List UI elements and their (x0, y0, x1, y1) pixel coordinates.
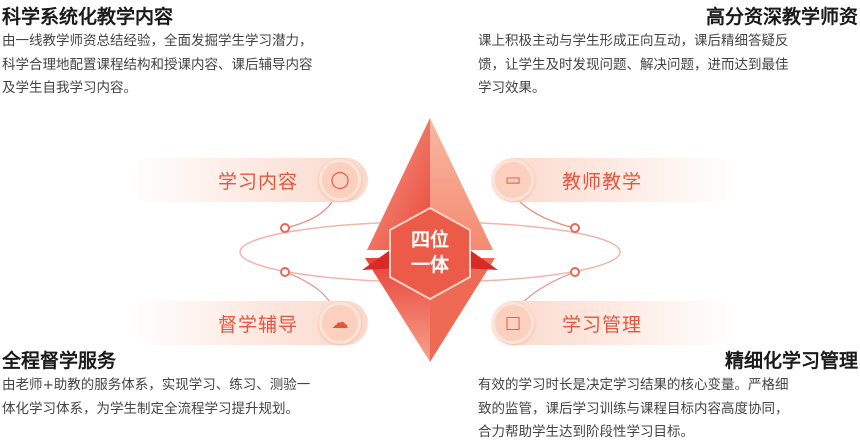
center-label-line: 一体 (410, 254, 449, 276)
block-text-line: 及学生自我学习内容。 (2, 80, 137, 96)
pill-teacher-teaching: 教师教学 (492, 158, 737, 202)
pill-label: 学习内容 (217, 170, 298, 193)
pill-label: 督学辅导 (217, 313, 298, 336)
block-text-line: 由一线教学师资总结经验，全面发掘学生学习潜力， (2, 33, 313, 49)
block-teachers: 高分资深教学师资 课上积极主动与学生形成正向互动，课后精细答疑反 馈，让学生及时… (478, 4, 858, 101)
block-teaching-content: 科学系统化教学内容 由一线教学师资总结经验，全面发掘学生学习潜力， 科学合理地配… (2, 4, 422, 101)
orbit-dots (280, 223, 580, 277)
center-label-line: 四位 (410, 229, 449, 251)
block-text-line: 学习效果。 (478, 80, 546, 96)
block-text-line: 合力帮助学生达到阶段性学习目标。 (478, 424, 694, 440)
pill-label: 学习管理 (562, 313, 643, 336)
pill-label: 教师教学 (562, 170, 643, 193)
block-title: 科学系统化教学内容 (2, 6, 174, 28)
block-text-line: 由老师+助教的服务体系，实现学习、练习、测验一 (2, 377, 311, 393)
block-supervision: 全程督学服务 由老师+助教的服务体系，实现学习、练习、测验一 体化学习体系，为学… (2, 348, 422, 421)
block-text-line: 科学合理地配置课程结构和授课内容、课后辅导内容 (2, 56, 313, 73)
block-text-line: 馈，让学生及时发现问题、解决问题，进而达到最佳 (478, 56, 789, 73)
center-label: 四位 一体 (400, 228, 460, 278)
monitor-icon: ▭ (492, 159, 534, 201)
block-title: 精细化学习管理 (724, 350, 858, 372)
user-icon: ◯ (319, 159, 361, 201)
block-text-line: 致的监管，课后学习训练与课程目标内容高度协同， (478, 400, 789, 417)
block-title: 高分资深教学师资 (705, 6, 858, 28)
block-title: 全程督学服务 (2, 350, 117, 372)
connector-line (284, 201, 576, 306)
block-management: 精细化学习管理 有效的学习时长是决定学习结果的核心变量。严格细 致的监管，课后学… (478, 348, 858, 444)
cloud-icon: ☁ (319, 302, 361, 344)
block-text-line: 体化学习体系，为学生制定全流程学习提升规划。 (2, 400, 299, 417)
center-diamond (362, 118, 498, 362)
notebook-icon: □ (492, 302, 534, 344)
block-text-line: 有效的学习时长是决定学习结果的核心变量。严格细 (478, 377, 789, 393)
block-text-line: 课上积极主动与学生形成正向互动，课后精细答疑反 (478, 33, 789, 49)
